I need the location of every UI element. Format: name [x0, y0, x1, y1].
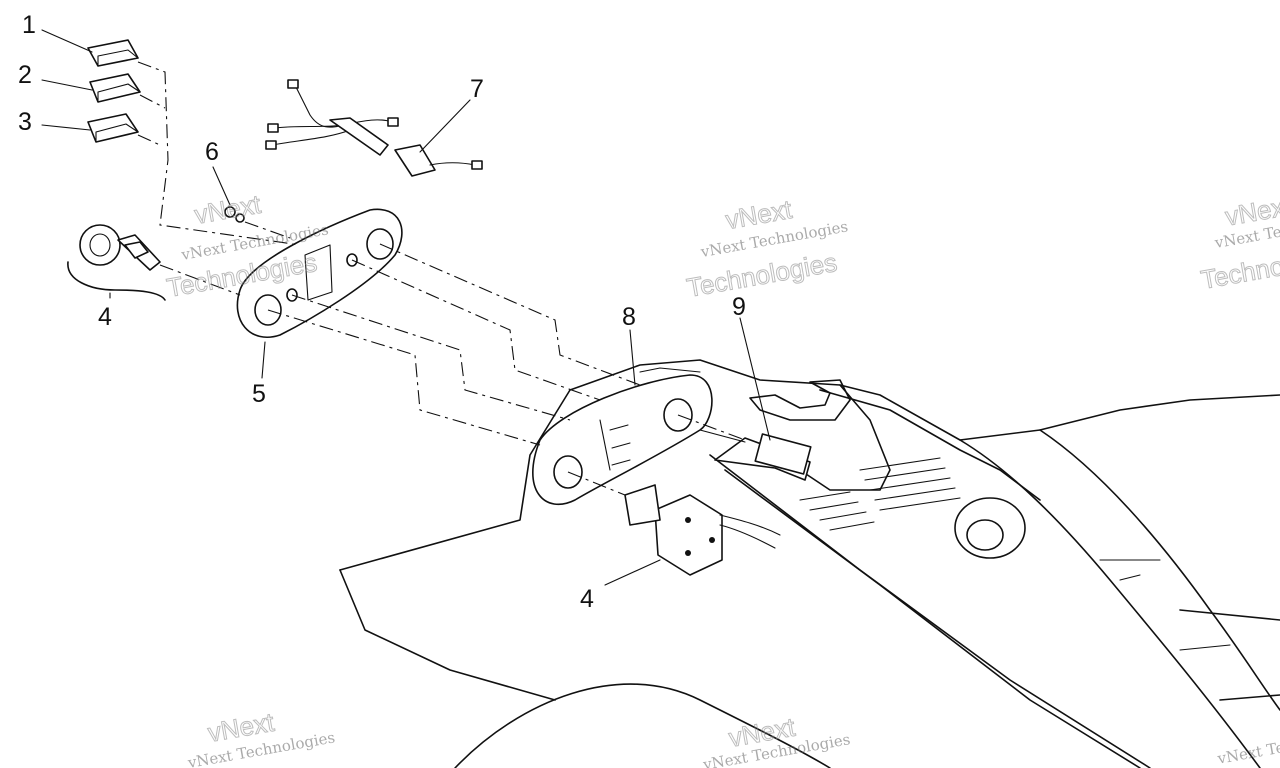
callout-6: 6: [205, 138, 219, 166]
switch-2: [89, 73, 141, 103]
watermarks: vNext vNext Technologies Technologies vN…: [164, 188, 1280, 768]
fender-body: [339, 359, 1280, 768]
callout-2: 2: [18, 61, 32, 89]
callout-4-key-switch: 4: [98, 303, 112, 331]
switch-4-lower: [624, 484, 781, 576]
watermark-text: vNext Technologies: [1215, 724, 1280, 768]
callout-9: 9: [732, 293, 746, 321]
callout-5: 5: [252, 380, 266, 408]
leader-lines: [41, 29, 771, 586]
callouts: 1 2 3 4 5 6 7 8 9 4: [18, 11, 746, 613]
key-switch-4: [67, 224, 166, 301]
bolt-6: [224, 206, 245, 223]
plate-5: [236, 208, 403, 338]
wire-harness-7: [265, 79, 483, 177]
connector-9: [699, 429, 812, 481]
callout-4-switch: 4: [580, 585, 594, 613]
callout-3: 3: [18, 108, 32, 136]
switch-3: [87, 113, 139, 143]
callout-8: 8: [622, 303, 636, 331]
watermark-logo: vNext: [192, 189, 263, 230]
callout-1: 1: [22, 11, 36, 39]
switch-1: [87, 39, 139, 67]
assembly-lines: [137, 61, 746, 496]
mounting-bracket-8: [532, 367, 713, 506]
callout-7: 7: [470, 75, 484, 103]
